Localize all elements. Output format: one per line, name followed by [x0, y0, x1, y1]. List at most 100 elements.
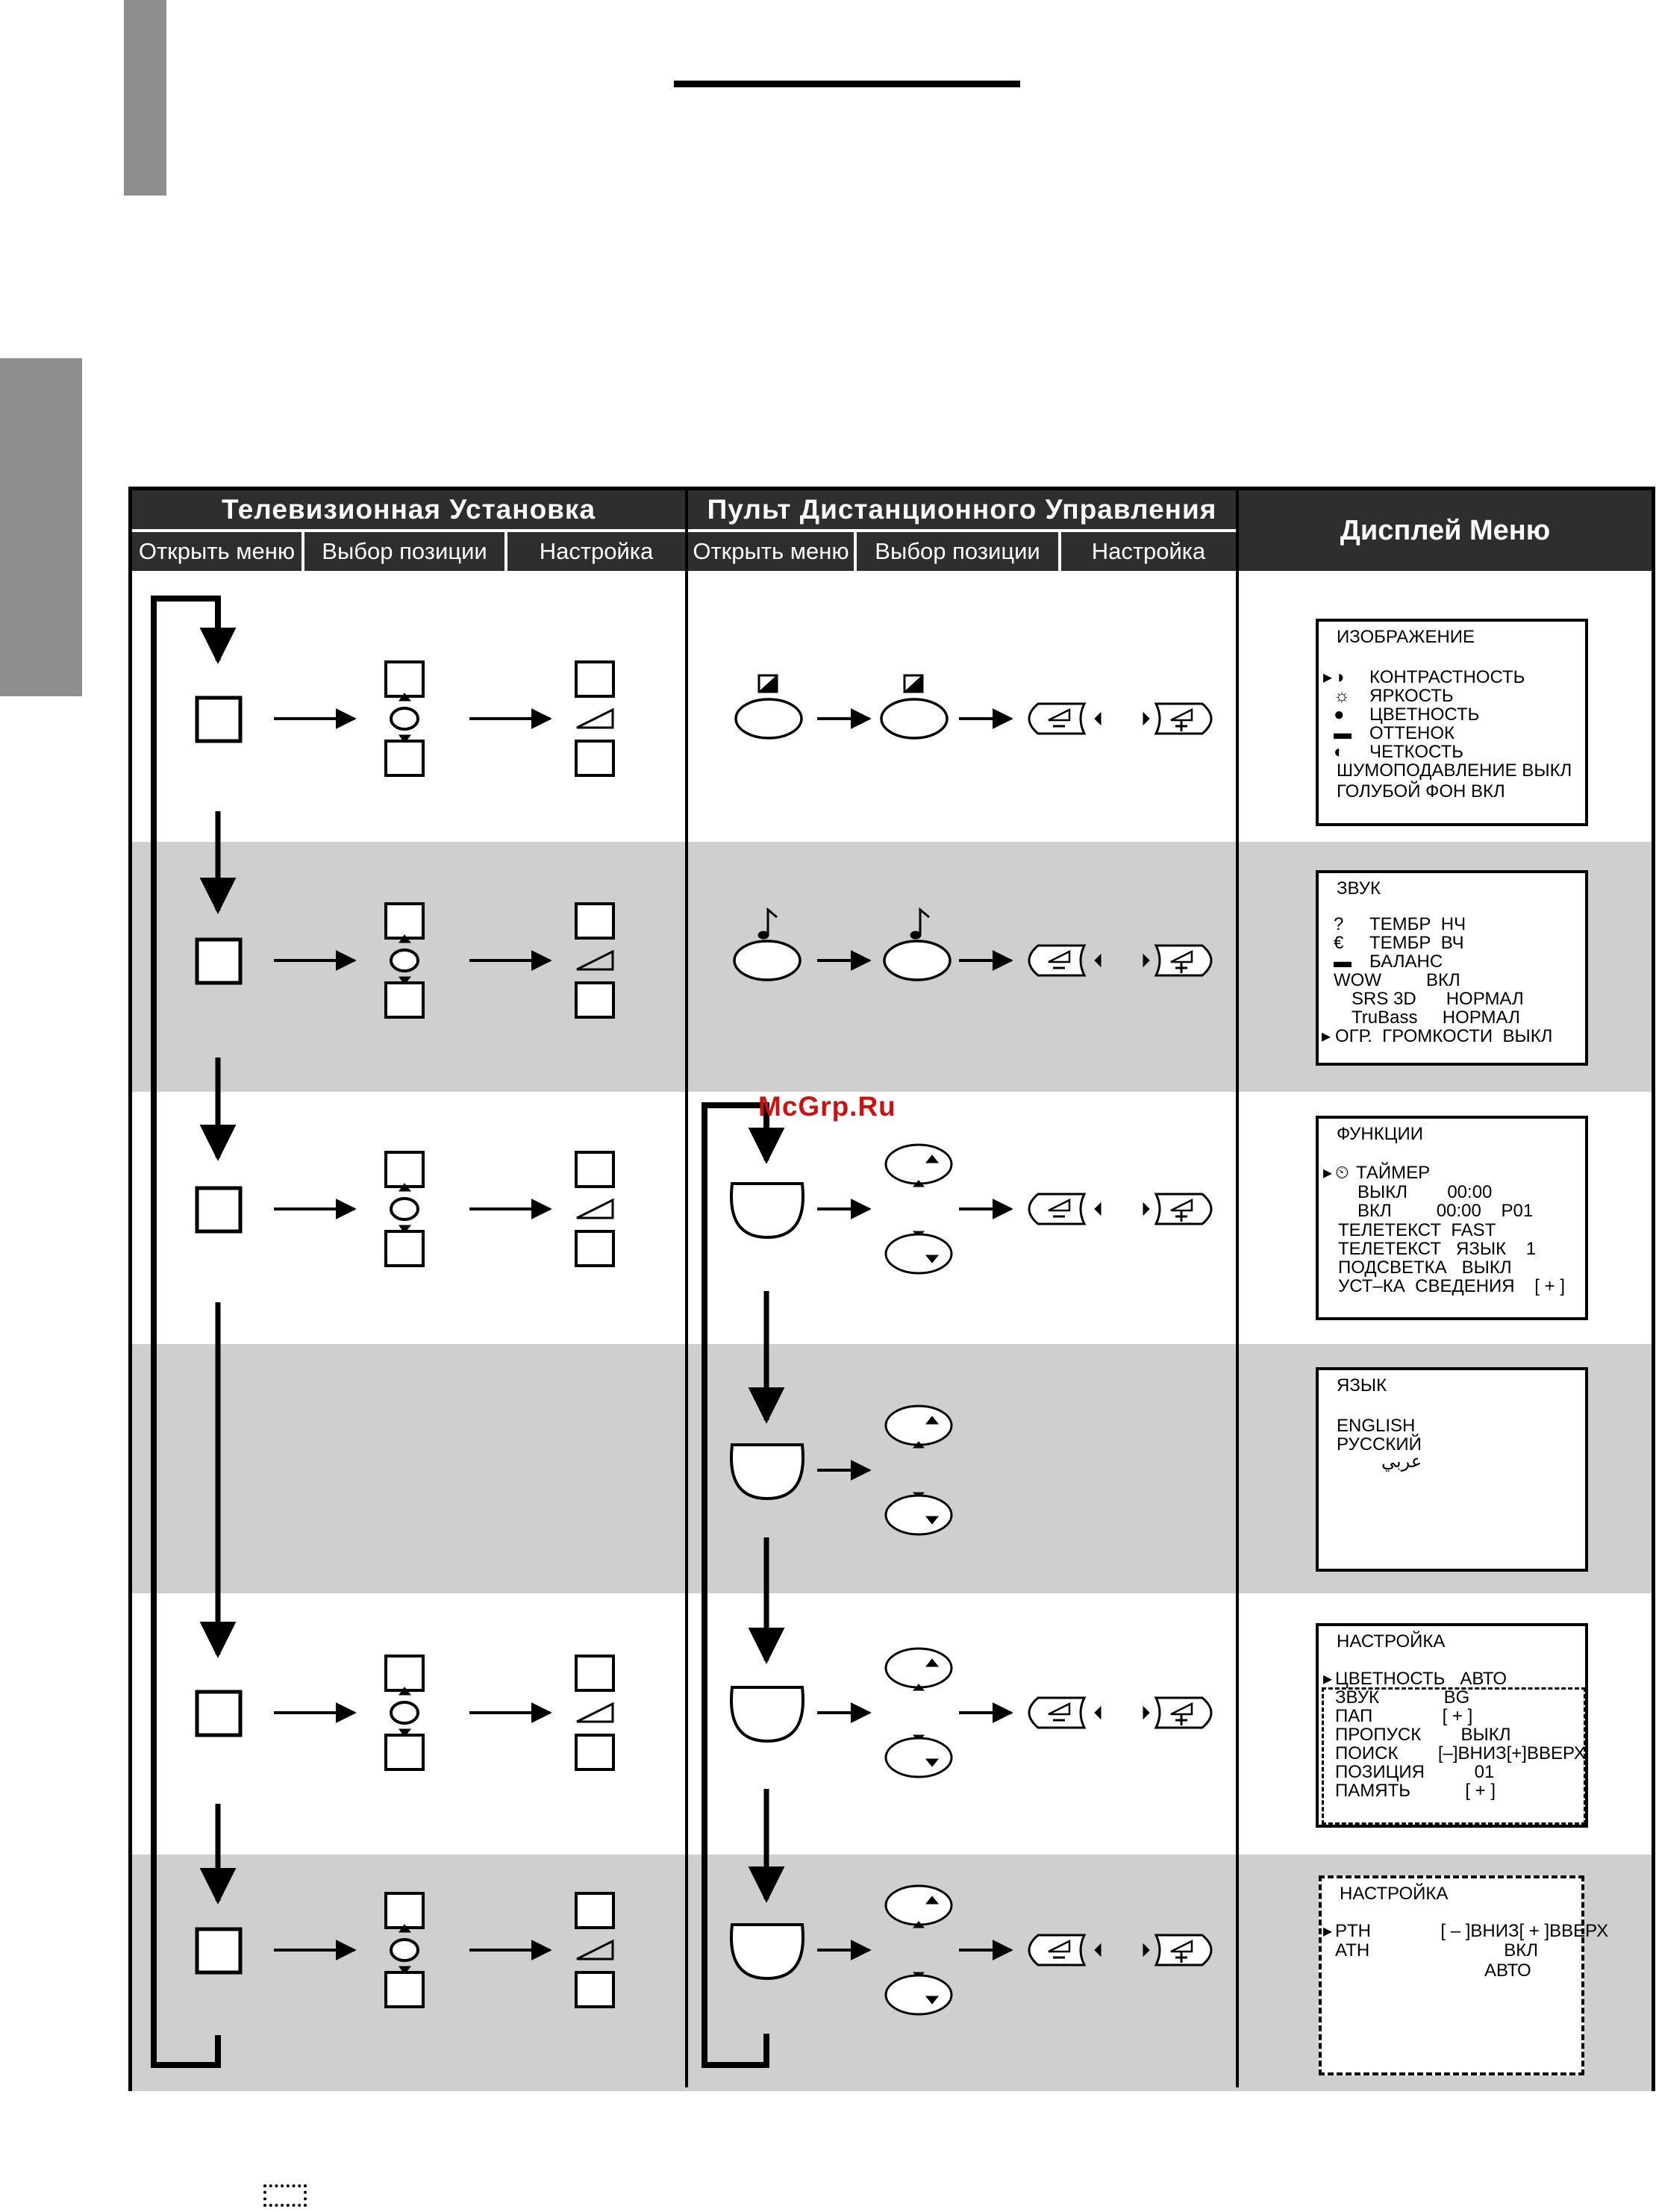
menu-features: ФУНКЦИИ ▸ ⏲ ТАЙМЕР ВЫКЛ 00:00 ВКЛ 00:00 …	[1316, 1116, 1588, 1320]
subheader-tv-select: Выбор позиции	[304, 532, 504, 571]
watermark: McGrp.Ru	[758, 1091, 896, 1122]
down-triangle-icon	[399, 976, 412, 985]
tv-loop-bracket	[151, 596, 221, 2068]
color-icon: ●	[1334, 704, 1345, 725]
tv-menu-button	[195, 1927, 243, 1975]
remote-menu-button	[730, 1443, 804, 1501]
up-triangle-icon	[399, 1183, 412, 1192]
subheader-remote-open: Открыть меню	[688, 532, 854, 571]
remote-program-up-button	[884, 1405, 953, 1446]
picture-icon	[757, 674, 778, 693]
indicator-lamp	[390, 1197, 419, 1221]
up-triangle-icon	[925, 1896, 940, 1905]
tv-menu-button	[195, 937, 243, 985]
down-triangle-icon	[399, 734, 412, 743]
up-triangle-icon	[912, 1684, 925, 1691]
page-tab-top	[124, 0, 166, 196]
remote-volume-down-button	[1028, 1696, 1087, 1729]
tv-up-button	[384, 1151, 425, 1188]
column-divider	[685, 490, 688, 2087]
subheader-tv-adjust: Настройка	[507, 532, 685, 571]
menu-picture: ИЗОБРАЖЕНИЕ ▸ ◑ ☼ ● ▬ ◐ КОНТРАСТНОСТЬ ЯР…	[1316, 619, 1588, 826]
volume-ramp-icon	[1170, 1939, 1193, 1953]
tv-plus-button	[575, 660, 615, 698]
music-note-icon	[766, 907, 778, 935]
tv-menu-button	[195, 696, 243, 743]
subheader-remote-select: Выбор позиции	[857, 532, 1058, 571]
indicator-lamp	[390, 707, 419, 731]
volume-ramp-icon	[1170, 1198, 1193, 1212]
page-tab-side	[0, 358, 82, 696]
indicator-lamp	[390, 949, 419, 972]
tv-up-button	[384, 1655, 425, 1692]
left-triangle-icon	[1094, 1202, 1102, 1216]
remote-menu-button	[730, 1923, 804, 1981]
header-tv: Телевизионная Установка	[132, 490, 685, 529]
operation-table: Телевизионная Установка Пульт Дистанцион…	[128, 487, 1655, 2091]
volume-ramp-icon	[1048, 949, 1071, 963]
up-triangle-icon	[912, 1441, 925, 1449]
volume-ramp-icon	[576, 707, 614, 729]
tv-menu-button	[195, 1690, 243, 1737]
tv-up-button	[384, 1892, 425, 1929]
music-note-icon	[919, 907, 930, 935]
menu-tuning: НАСТРОЙКА ▸ PTH [ – ]ВНИЗ[ + ]ВВЕРХ ATH …	[1319, 1875, 1608, 2075]
tv-up-button	[384, 660, 425, 698]
tint-icon: ▬	[1334, 723, 1352, 743]
tv-minus-button	[575, 981, 615, 1019]
tv-up-button	[384, 902, 425, 940]
up-triangle-icon	[399, 1687, 412, 1696]
bass-icon: ?	[1334, 914, 1344, 934]
volume-ramp-icon	[576, 1198, 614, 1219]
subheader-tv-open: Открыть меню	[132, 532, 301, 571]
down-triangle-icon	[925, 1758, 940, 1767]
tv-menu-button	[195, 1186, 243, 1234]
down-triangle-icon	[925, 1996, 940, 2005]
remote-picture-button	[734, 698, 803, 740]
remote-volume-up-button	[1154, 1193, 1213, 1225]
down-triangle-icon	[925, 1255, 940, 1263]
tv-plus-button	[575, 1655, 615, 1692]
column-divider	[1236, 490, 1239, 2087]
remote-program-up-button	[884, 1143, 953, 1185]
up-triangle-icon	[912, 1180, 925, 1187]
remote-program-down-button	[884, 1737, 953, 1778]
contrast-icon: ◑	[1334, 667, 1345, 687]
header-remote: Пульт Дистанционного Управления	[688, 490, 1236, 529]
music-note-icon	[757, 931, 769, 940]
tv-down-button	[384, 981, 425, 1019]
up-triangle-icon	[925, 1155, 940, 1163]
up-triangle-icon	[399, 693, 412, 702]
volume-ramp-icon	[1170, 1702, 1193, 1716]
remote-volume-up-button	[1154, 944, 1213, 977]
remote-sound-button	[733, 940, 802, 981]
subheader-remote-adjust: Настройка	[1061, 532, 1236, 571]
tv-minus-button	[575, 1734, 615, 1771]
left-triangle-icon	[1094, 1943, 1102, 1958]
tv-plus-button	[575, 902, 615, 940]
down-triangle-icon	[925, 1516, 940, 1525]
remote-volume-down-button	[1028, 702, 1087, 735]
volume-ramp-icon	[1048, 707, 1071, 722]
right-triangle-icon	[1143, 1943, 1150, 1958]
menu-setup: НАСТРОЙКА ▸ ЦВЕТНОСТЬ АВТО ЗВУК BG ПАП […	[1316, 1623, 1588, 1828]
right-triangle-icon	[1143, 711, 1150, 726]
tv-down-button	[384, 1971, 425, 2008]
remote-program-up-button	[884, 1647, 953, 1689]
flow-graphics	[151, 596, 1213, 2068]
down-triangle-icon	[399, 1728, 412, 1737]
volume-ramp-icon	[1048, 1702, 1071, 1716]
right-triangle-icon	[1143, 1202, 1150, 1216]
brightness-icon: ☼	[1334, 686, 1350, 706]
indicator-lamp	[390, 1938, 419, 1962]
tv-down-button	[384, 1734, 425, 1771]
left-triangle-icon	[1094, 953, 1102, 968]
remote-menu-button	[730, 1182, 804, 1240]
music-note-icon	[910, 931, 922, 940]
tv-plus-button	[575, 1892, 615, 1929]
right-triangle-icon	[1143, 1705, 1150, 1720]
remote-volume-up-button	[1154, 1934, 1213, 1966]
volume-ramp-icon	[576, 1939, 614, 1961]
picture-icon	[903, 674, 923, 693]
left-triangle-icon	[1094, 1705, 1102, 1720]
